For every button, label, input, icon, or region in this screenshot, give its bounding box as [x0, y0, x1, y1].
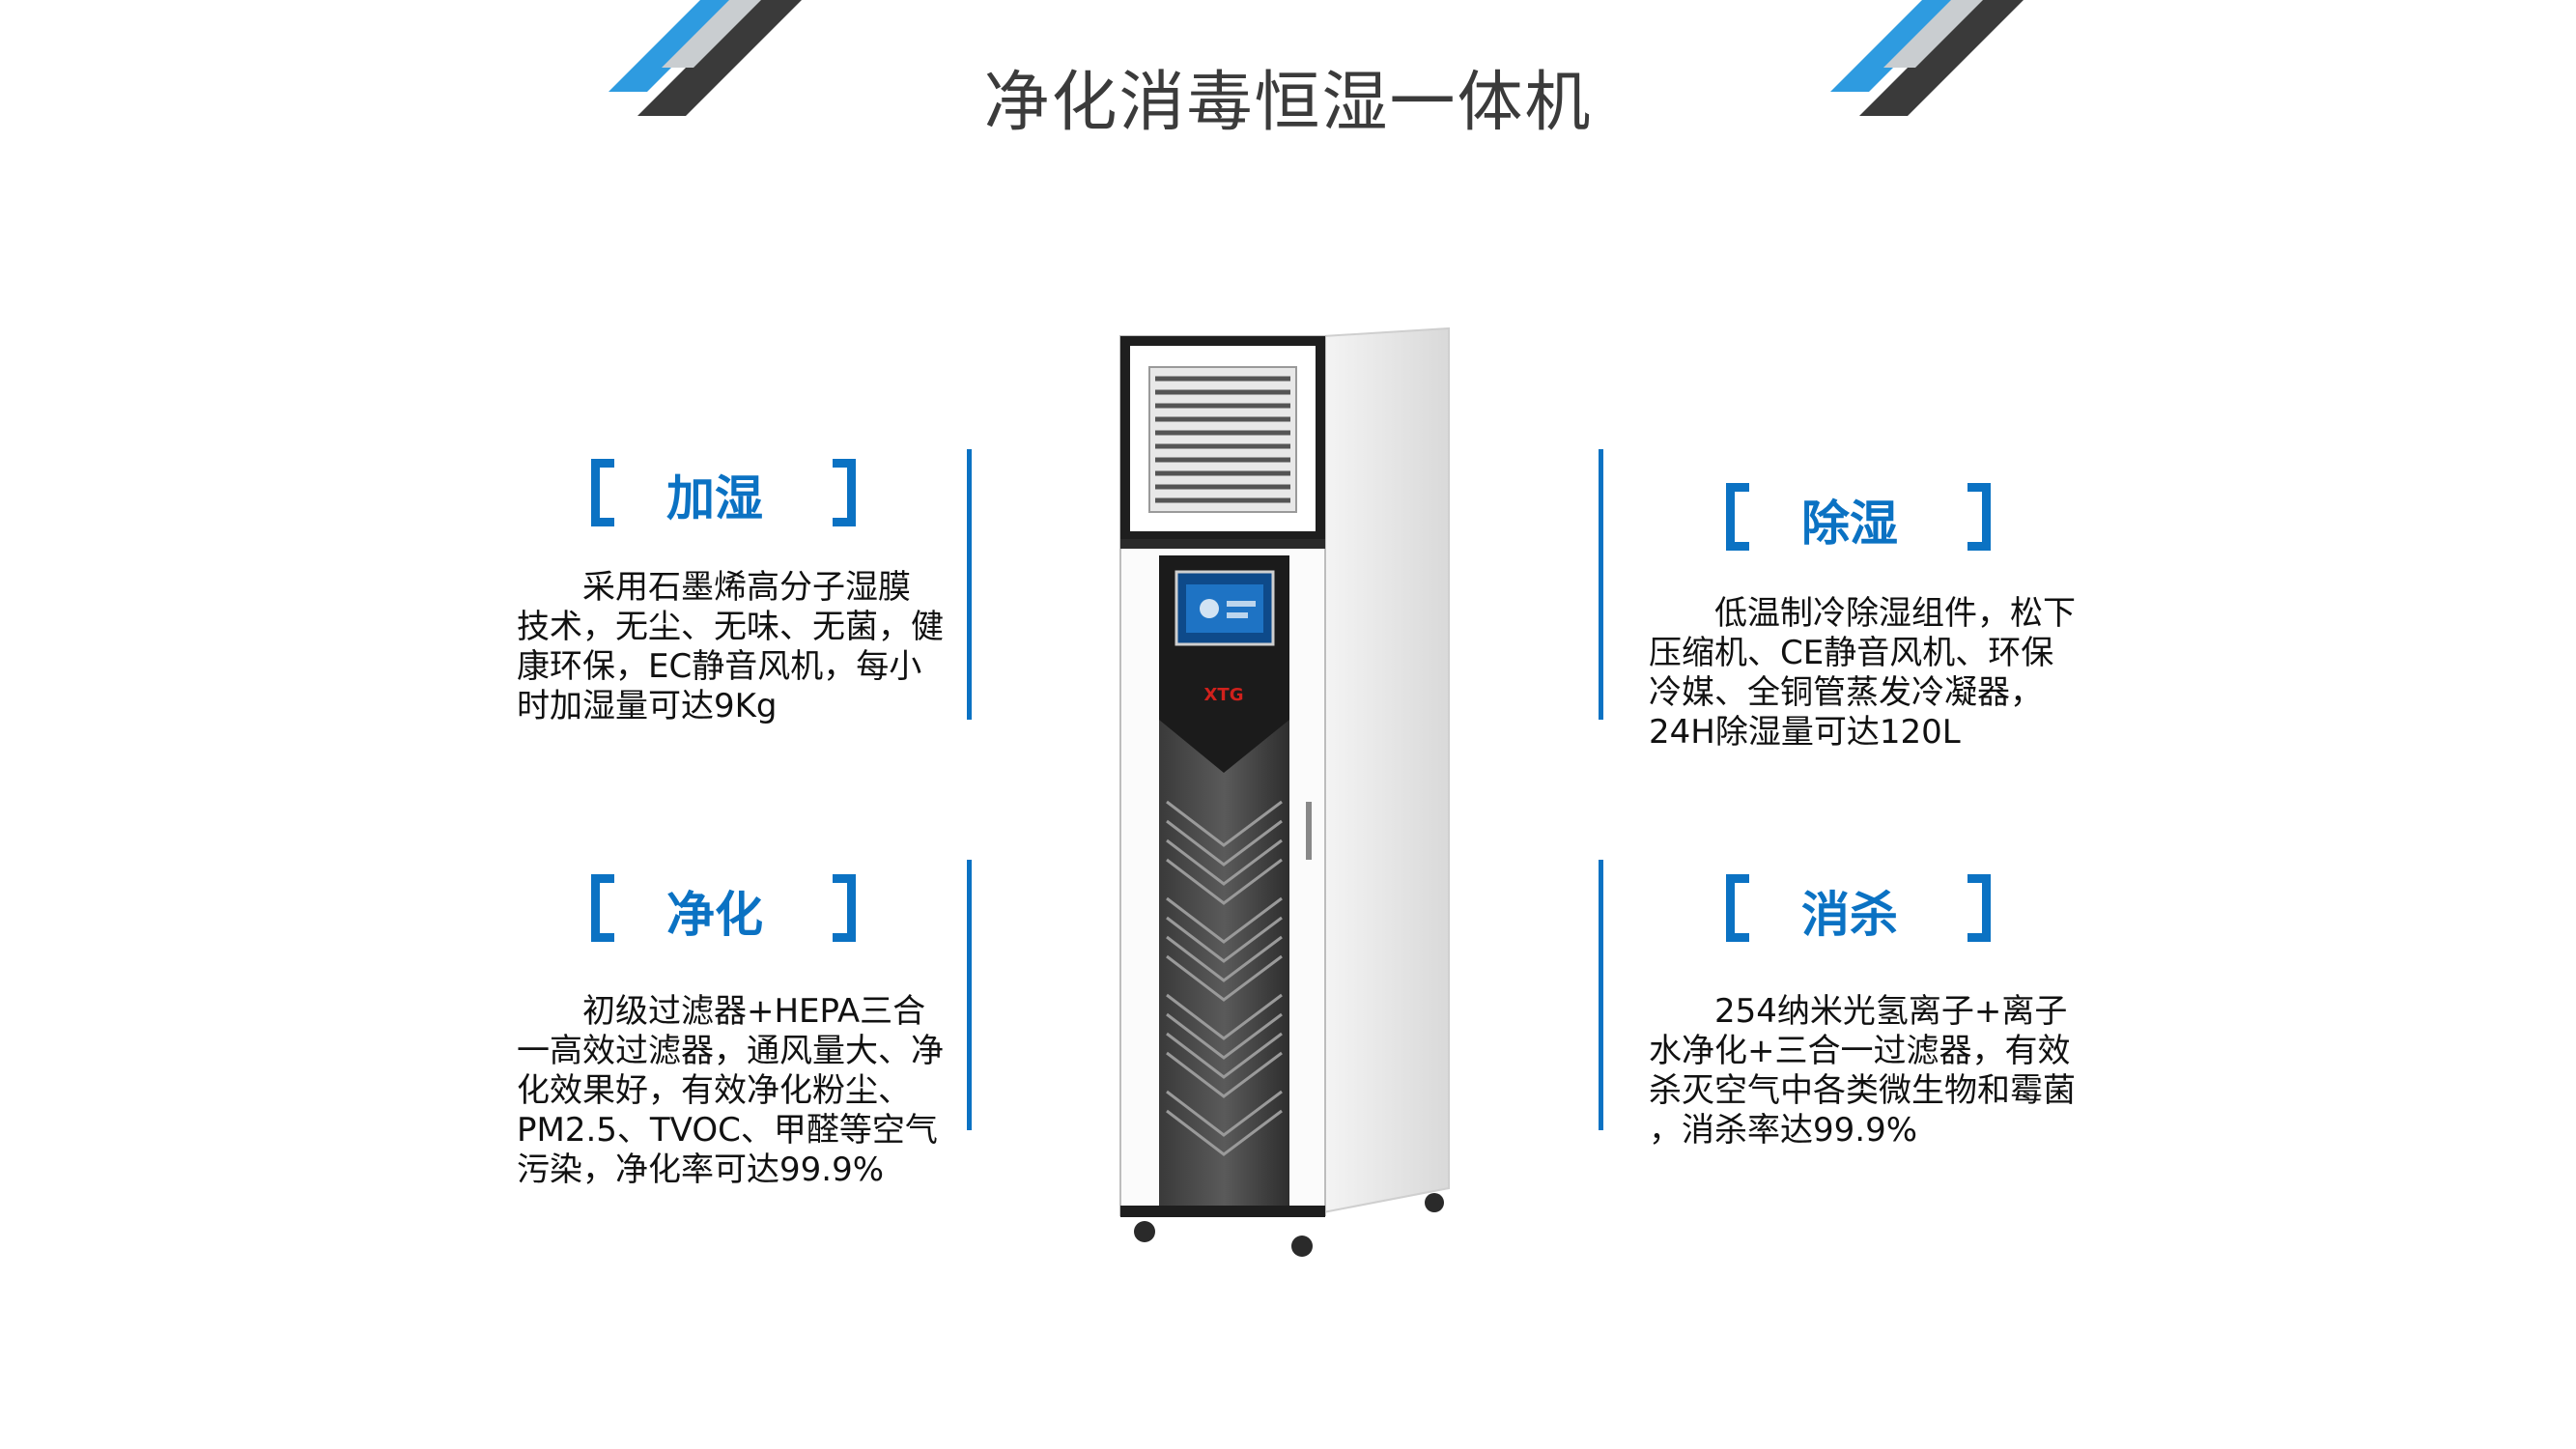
bracket-right [833, 459, 856, 526]
bracket-left [591, 874, 614, 942]
bracket-right [1967, 874, 1991, 942]
feature-description: 初级过滤器+HEPA三合 一高效过滤器，通风量大、净 化效果好，有效净化粉尘、 … [517, 992, 944, 1189]
feature-description: 254纳米光氢离子+离子 水净化+三合一过滤器，有效 杀灭空气中各类微生物和霉菌… [1649, 992, 2076, 1150]
corner-stripe-right [1830, 0, 2024, 116]
feature-heading: 加湿 [666, 470, 763, 526]
air-purifier-cabinet-image: XTG [1119, 327, 1450, 1257]
bracket-right [833, 874, 856, 942]
feature-description: 采用石墨烯高分子湿膜 技术，无尘、无味、无菌，健 康环保，EC静音风机，每小 时… [517, 568, 944, 725]
page-title: 净化消毒恒湿一体机 [983, 65, 1593, 141]
bracket-left [591, 459, 614, 526]
divider-line [967, 449, 972, 720]
brand-logo: XTG [1204, 685, 1244, 705]
bracket-left [1726, 483, 1749, 551]
feature-heading: 消杀 [1801, 887, 1898, 943]
divider-line [967, 860, 972, 1130]
bracket-left [1726, 874, 1749, 942]
feature-heading: 除湿 [1801, 496, 1898, 552]
bracket-right [1967, 483, 1991, 551]
divider-line [1599, 860, 1603, 1130]
feature-description: 低温制冷除湿组件，松下 压缩机、CE静音风机、环保 冷媒、全铜管蒸发冷凝器， 2… [1649, 594, 2076, 752]
corner-stripe-left [609, 0, 802, 116]
divider-line [1599, 449, 1603, 720]
feature-heading: 净化 [666, 887, 763, 943]
